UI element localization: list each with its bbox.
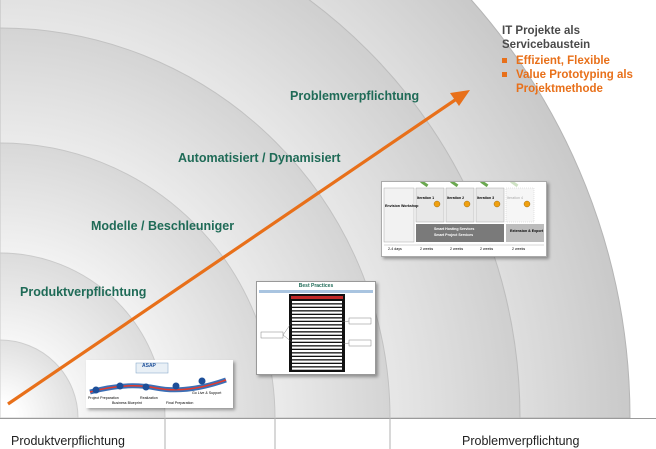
iter-service: Smart Hosting Services	[434, 227, 475, 231]
iter-duration: 2 weeks	[450, 247, 464, 251]
roadmap-step: Realization	[140, 396, 158, 400]
iter-duration: 2 weeks	[512, 247, 526, 251]
iter-label: Iteration 2	[447, 196, 465, 200]
roadmap-graphic	[86, 360, 233, 408]
axis-right-label: Problemverpflichtung	[462, 434, 580, 448]
axis-left-label: Produktverpflichtung	[11, 434, 125, 448]
roadmap-step: Project Preparation	[88, 396, 119, 400]
stage-label-3: Automatisiert / Dynamisiert	[178, 151, 341, 165]
progress-arrow-head	[450, 90, 470, 106]
iter-duration: 2 weeks	[420, 247, 434, 251]
info-title: IT Projekte als Servicebaustein	[502, 25, 591, 51]
iter-workshop: Envision Workshop	[385, 204, 419, 208]
best-practices-thumbnail: Best Practices	[256, 281, 376, 375]
iter-duration: 2 weeks	[480, 247, 494, 251]
iter-service: Smart Project Services	[434, 233, 474, 237]
info-box: IT Projekte als Servicebaustein Effizien…	[502, 24, 652, 96]
roadmap-step: Business Blueprint	[112, 401, 142, 405]
roadmap-logo: ASAP	[142, 363, 156, 369]
stage-label-1: Produktverpflichtung	[20, 285, 147, 299]
iter-label: Iteration 1	[417, 196, 435, 200]
info-bullets: Effizient, Flexible Value Prototyping al…	[502, 54, 652, 96]
roadmap-step: Final Preparation	[166, 401, 194, 405]
iterations-thumbnail: Envision Workshop Iteration 1 Iteration …	[381, 180, 547, 257]
iter-label: Iteration 4	[507, 196, 523, 200]
iter-label: Iteration 3	[477, 196, 495, 200]
info-bullet: Effizient, Flexible	[502, 54, 652, 68]
stage-label-4: Problemverpflichtung	[290, 89, 420, 103]
iter-extension: Extension & Export	[510, 229, 544, 233]
arc-0	[0, 339, 79, 419]
progress-arrow-shaft	[7, 96, 459, 406]
roadmap-step: Go Live & Support	[192, 391, 222, 395]
iterations-graphic	[382, 180, 546, 256]
stage-label-2: Modelle / Beschleuniger	[91, 219, 235, 233]
roadmap-thumbnail: ASAP Project Preparation Business Bluepr…	[86, 360, 233, 408]
iter-duration: 2-4 days	[388, 247, 402, 251]
best-practices-title: Best Practices	[298, 283, 334, 289]
best-practices-graphic	[259, 290, 373, 372]
info-bullet: Value Prototyping als Projektmethode	[502, 68, 652, 96]
